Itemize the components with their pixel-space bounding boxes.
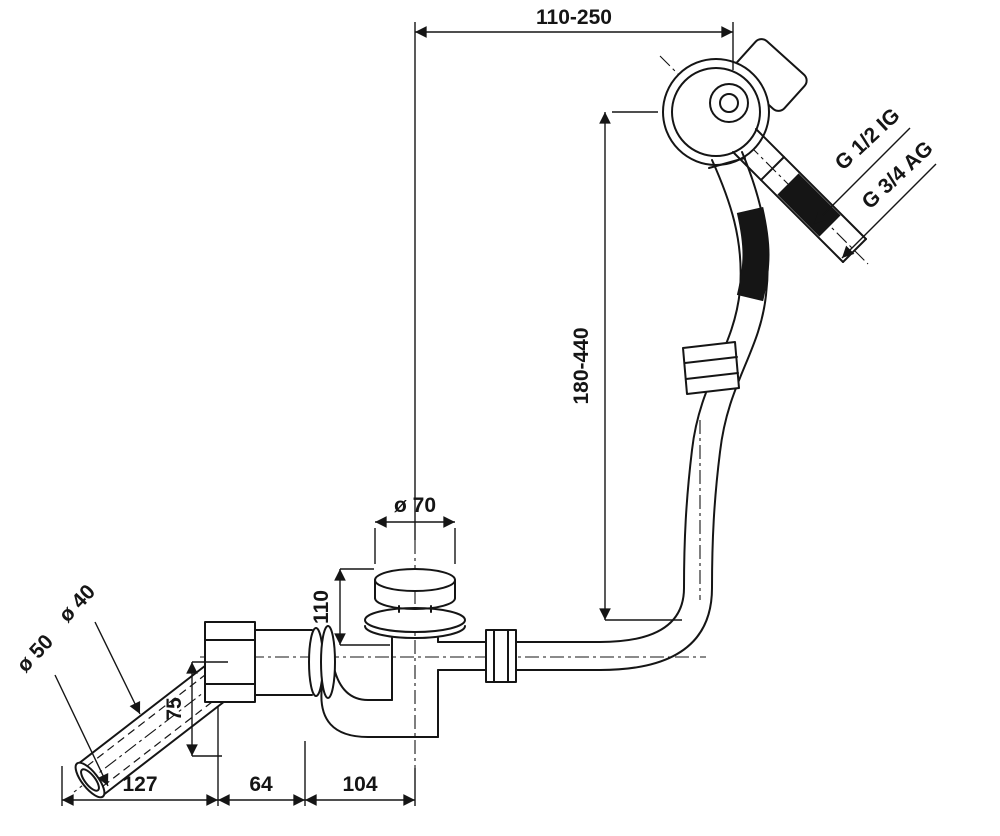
dim-plug-diameter-label: ø 70 — [394, 494, 436, 517]
dimension-labels: 110-250 180-440 G 1/2 IG G 3/4 AG ø 70 1… — [13, 6, 938, 796]
dim-64-label: 64 — [249, 773, 273, 796]
dim-dia40-label: ø 40 — [55, 580, 100, 626]
head-face-inner-ring — [671, 67, 761, 157]
dim-127-label: 127 — [122, 773, 157, 796]
inlet-pipe-end-opening — [80, 768, 100, 792]
bottom-run-bottom-edge — [320, 685, 439, 738]
dim-top-span-label: 110-250 — [536, 6, 612, 29]
thread-section-black — [777, 173, 841, 237]
hose-collar-ring — [708, 157, 746, 169]
leader-line-dia50 — [54, 674, 109, 787]
elbow-joint-ring — [320, 625, 336, 699]
drain-plug-assembly — [320, 568, 466, 738]
hose-corrugated-section — [736, 206, 770, 302]
drain-flange-bottom — [364, 625, 466, 639]
plug-cap-bottom — [374, 597, 456, 610]
head-knob-outer — [709, 83, 749, 123]
leader-line-thread-ag — [841, 163, 937, 259]
inlet-pipe-end-cap — [74, 761, 106, 799]
hose-union-nut-flat — [685, 372, 739, 380]
pipe-coupling — [485, 629, 517, 683]
overflow-elbow-assembly — [74, 621, 336, 799]
head-axis-centerline — [659, 55, 869, 265]
dim-dia50-label: ø 50 — [13, 630, 58, 676]
thread-tube-ring — [760, 156, 785, 181]
head-face-outer — [662, 58, 770, 166]
dim-plug-height-label: 110 — [310, 590, 333, 624]
thread-tube-end — [842, 238, 867, 263]
leader-line-dia40 — [94, 621, 141, 715]
hose-union-nut — [682, 341, 740, 395]
hose-union-nut-flat — [684, 356, 738, 364]
dim-overflow-height-label: 75 — [163, 697, 186, 721]
flexible-hose — [437, 151, 770, 683]
dim-104-label: 104 — [342, 773, 377, 796]
inlet-pipe-hidden-line — [81, 657, 228, 771]
drain-flange-top — [364, 607, 466, 633]
dimension-lines — [54, 22, 937, 806]
head-knob-inner — [719, 93, 739, 113]
overflow-filler-head — [662, 38, 867, 263]
hose-right-edge — [437, 151, 769, 671]
hose-left-edge — [437, 159, 742, 643]
inlet-pipe-edge — [77, 651, 224, 765]
leader-line-thread-ig — [813, 127, 911, 225]
thread-tube-edge — [755, 128, 867, 240]
bottom-run-top-edge — [333, 667, 393, 701]
dim-height-range-label: 180-440 — [570, 327, 593, 404]
thread-tube-edge — [732, 151, 844, 263]
plug-cap-top — [374, 568, 456, 592]
centerlines — [73, 55, 869, 793]
